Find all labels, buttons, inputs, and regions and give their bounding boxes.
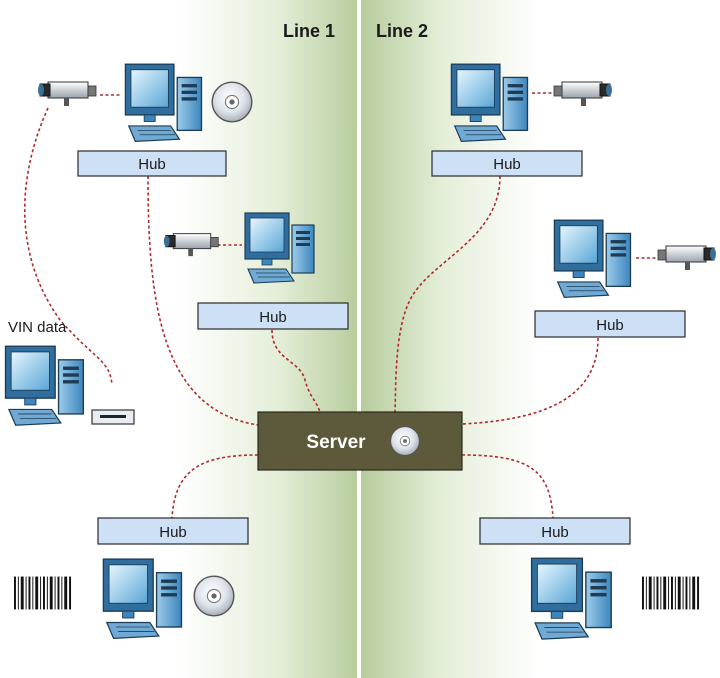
line-divider — [357, 0, 361, 678]
cd-disc-icon — [193, 575, 235, 617]
vin-reader-device-icon — [91, 409, 135, 425]
hub-label-1: Hub — [138, 156, 166, 173]
cd-disc-icon — [390, 426, 420, 456]
hub-label-3: Hub — [493, 156, 521, 173]
hub-box-1: Hub — [77, 150, 227, 177]
hub-box-4: Hub — [534, 310, 686, 338]
vin-data-label: VIN data — [8, 319, 67, 336]
server-label: Server — [306, 432, 366, 453]
hub-box-5: Hub — [97, 517, 249, 545]
cd-disc-icon — [211, 81, 253, 123]
network-links — [23, 92, 656, 519]
link-server-hub6 — [461, 454, 554, 519]
link-camera-vin — [23, 107, 113, 386]
hub-label-5: Hub — [159, 524, 187, 541]
hub-label-6: Hub — [541, 524, 569, 541]
link-server-hub5 — [171, 454, 259, 519]
link-hub1-server — [147, 175, 259, 426]
link-hub3-server — [394, 175, 501, 413]
line2-label: Line 2 — [376, 21, 428, 41]
hub-box-6: Hub — [479, 517, 631, 545]
hub-label-2: Hub — [259, 309, 287, 326]
line1-band — [180, 0, 359, 678]
link-hub2-server — [271, 329, 321, 413]
server-box: Server — [257, 411, 463, 471]
hub-label-4: Hub — [596, 317, 624, 334]
hub-box-3: Hub — [431, 150, 583, 177]
hub-box-2: Hub — [197, 302, 349, 330]
link-hub4-server — [461, 337, 599, 425]
line1-label: Line 1 — [283, 21, 335, 41]
